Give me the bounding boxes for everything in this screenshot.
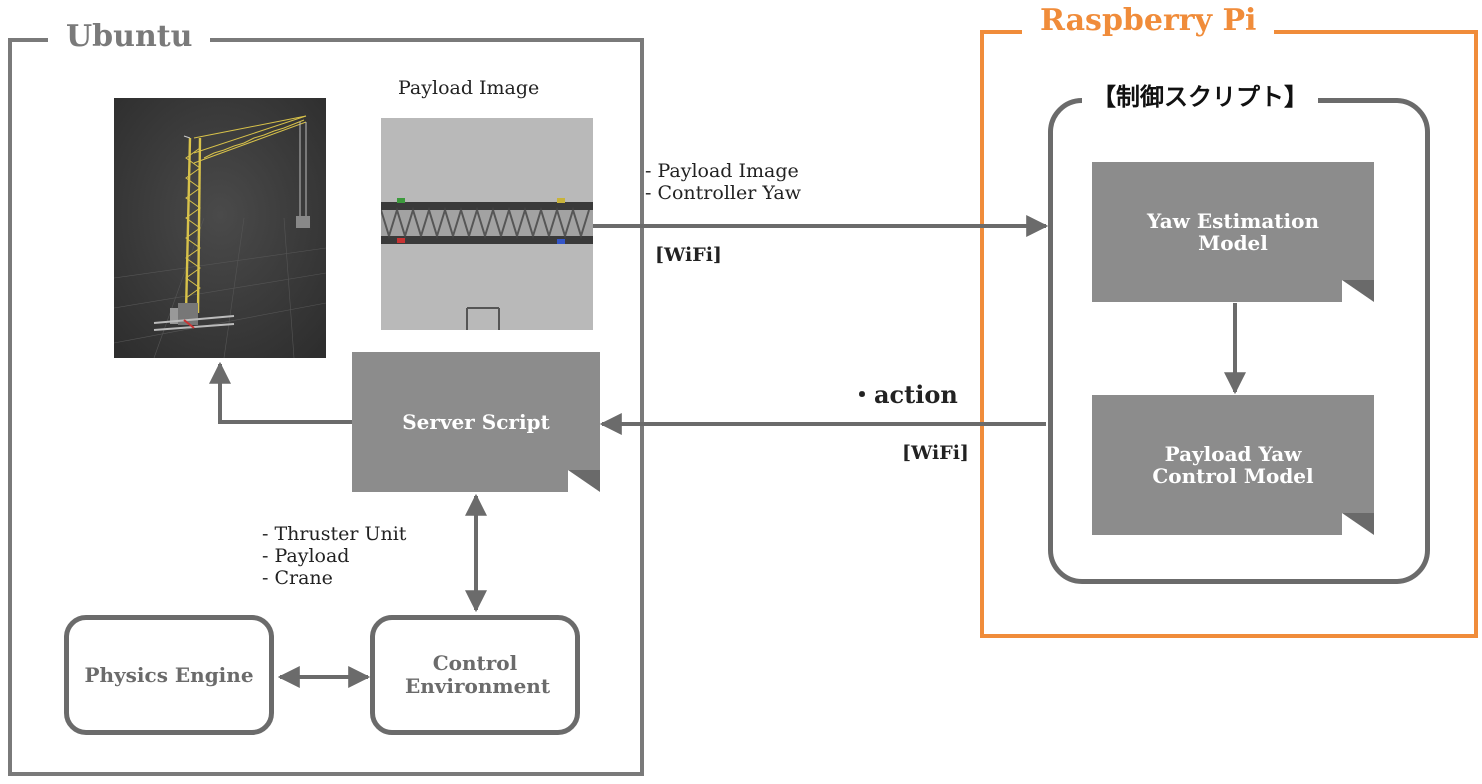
server-script-node: Server Script: [352, 352, 600, 492]
payload-yaw-control-label: Payload Yaw Control Model: [1152, 442, 1314, 488]
physics-engine-node: Physics Engine: [64, 615, 274, 735]
raspberry-pi-title: Raspberry Pi: [1022, 4, 1275, 38]
payload-image-caption: Payload Image: [398, 77, 540, 99]
payload-render-image: [381, 118, 593, 330]
arrow-to-render: [209, 361, 352, 424]
action-label: ・action: [850, 380, 958, 409]
to-pi-payload-image-label: - Payload Image: [645, 160, 799, 182]
payload-yaw-control-node: Payload Yaw Control Model: [1092, 395, 1374, 535]
control-script-title: 【制御スクリプト】: [1082, 82, 1318, 112]
page-fold: [1342, 513, 1374, 535]
ubuntu-title: Ubuntu: [48, 20, 211, 54]
control-environment-label: Control Environment: [405, 651, 551, 698]
control-environment-node: Control Environment: [370, 615, 580, 735]
to-pi-wifi-label: [WiFi]: [655, 244, 722, 266]
physics-engine-label: Physics Engine: [84, 662, 254, 687]
yaw-estimation-label: Yaw Estimation Model: [1146, 209, 1320, 255]
page-fold: [568, 470, 600, 492]
crane-render-image: [114, 98, 326, 358]
payload-label: - Payload: [262, 545, 350, 567]
page-fold: [1342, 280, 1374, 302]
server-script-label: Server Script: [402, 410, 550, 434]
thruster-unit-label: - Thruster Unit: [262, 523, 407, 545]
to-pi-controller-yaw-label: - Controller Yaw: [645, 182, 802, 204]
crane-label: - Crane: [262, 567, 333, 589]
yaw-estimation-node: Yaw Estimation Model: [1092, 162, 1374, 302]
action-wifi-label: [WiFi]: [902, 442, 969, 464]
ubuntu-frame: [8, 38, 644, 776]
